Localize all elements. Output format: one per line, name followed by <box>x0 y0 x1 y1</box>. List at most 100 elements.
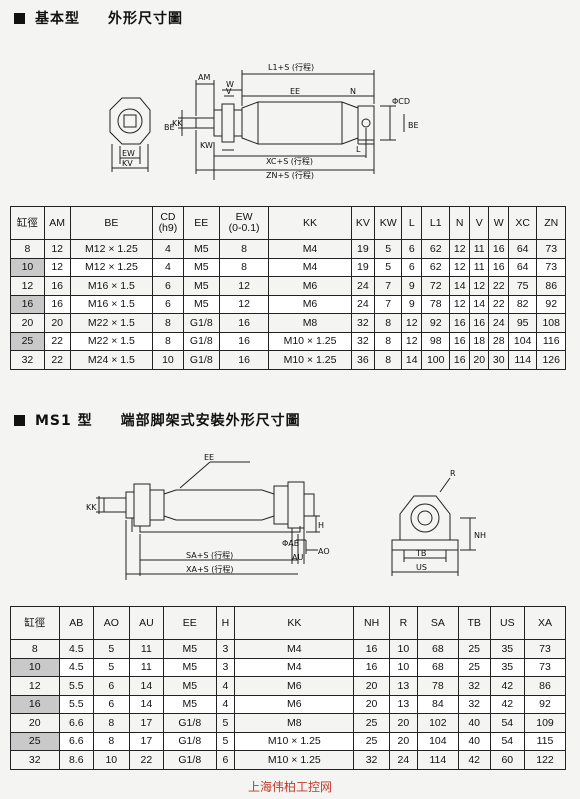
table2-cell: 92 <box>524 694 566 714</box>
table2-cell: 6 <box>215 750 236 770</box>
foot-bracket <box>139 526 301 533</box>
table1-cell: 19 <box>350 257 375 277</box>
table2-header-cell: 缸徑 <box>10 606 60 640</box>
table1-cell: M6 <box>268 276 352 296</box>
table2-cell: 25 <box>353 713 390 733</box>
table1-header-cell: KV <box>350 206 375 240</box>
table1-cell: 4 <box>152 257 184 277</box>
table1-cell: 62 <box>420 257 451 277</box>
ms1-dimension-drawing: EE KK ΦAB H AO AU SA+S (行程) XA+S (行程) R … <box>86 453 486 580</box>
table2-cell: 17 <box>128 713 165 733</box>
table2-cell: 32 <box>457 694 491 714</box>
section-title-b: 外形尺寸圖 <box>108 11 183 27</box>
end-view-slot <box>123 114 137 128</box>
label-be-left: BE <box>164 123 175 132</box>
table1-cell: 64 <box>507 257 538 277</box>
table1-cell: M5 <box>182 276 221 296</box>
table2-cell: 32 <box>353 750 390 770</box>
label-w: W <box>226 80 234 89</box>
footer-watermark: 上海伟柏工控网 <box>247 780 332 794</box>
table2-cell: M6 <box>234 694 355 714</box>
table1-cell: 75 <box>507 276 538 296</box>
table1-cell: M4 <box>268 239 352 259</box>
table1-cell: 16 <box>43 294 71 314</box>
table2-cell: 5.5 <box>58 694 94 714</box>
table1-header-cell: BE <box>69 206 154 240</box>
table1-cell: 12 <box>449 294 470 314</box>
table2-cell: 13 <box>388 694 418 714</box>
table1-cell: 12 <box>401 313 422 333</box>
table1-header-cell: EE <box>182 206 221 240</box>
table1-header-cell: XC <box>507 206 538 240</box>
table1-cell: 7 <box>373 294 403 314</box>
table2-cell: 20 <box>10 713 60 733</box>
table2-cell: 114 <box>416 750 459 770</box>
table1-cell: 6 <box>152 276 184 296</box>
table2-cell: 32 <box>457 676 491 696</box>
table1-cell: 100 <box>420 350 451 370</box>
table1-cell: 8 <box>152 331 184 351</box>
table2-cell: 22 <box>128 750 165 770</box>
table1-cell: 22 <box>488 294 509 314</box>
table2-header-cell: NH <box>353 606 390 640</box>
label-r: R <box>450 469 456 478</box>
table2-header-cell: AO <box>92 606 130 640</box>
table2-cell: 12 <box>10 676 60 696</box>
table1-cell: 30 <box>488 350 509 370</box>
table1-cell: 5 <box>373 257 403 277</box>
table1-cell: 18 <box>468 331 490 351</box>
table2-cell: 73 <box>524 657 566 677</box>
table2-cell: 5 <box>92 657 130 677</box>
table2-cell: 8 <box>92 713 130 733</box>
table2-cell: 20 <box>388 731 418 751</box>
table1-cell: 16 <box>468 313 490 333</box>
table1-cell: 22 <box>43 350 71 370</box>
table2-header-cell: EE <box>163 606 217 640</box>
table1-cell: M12 × 1.25 <box>69 239 154 259</box>
table2-cell: 54 <box>489 731 526 751</box>
label-us: US <box>416 563 427 572</box>
table2-cell: 5 <box>215 731 236 751</box>
table1-cell: 16 <box>219 350 270 370</box>
table1-cell: G1/8 <box>182 350 221 370</box>
table1-cell: 126 <box>536 350 566 370</box>
table2-cell: 42 <box>489 694 526 714</box>
table2-cell: 10 <box>10 657 60 677</box>
section-title-b: 端部脚架式安裝外形尺寸圖 <box>120 413 301 429</box>
table2-cell: 84 <box>416 694 459 714</box>
section-title-basic: 基本型 外形尺寸圖 <box>14 8 183 28</box>
table1-cell: 92 <box>536 294 566 314</box>
table2-cell: 25 <box>10 731 60 751</box>
table1-cell: 11 <box>468 257 490 277</box>
label-zn: ZN+S (行程) <box>266 170 314 180</box>
table1-cell: 16 <box>43 276 71 296</box>
table2-cell: 122 <box>524 750 566 770</box>
table2-cell: M4 <box>234 657 355 677</box>
table1-cell: M5 <box>182 294 221 314</box>
table2-cell: 78 <box>416 676 459 696</box>
label-kv: KV <box>122 159 133 168</box>
table1-cell: 16 <box>488 257 509 277</box>
table2-cell: 5 <box>215 713 236 733</box>
table2-cell: G1/8 <box>163 750 217 770</box>
label-be-right: BE <box>408 121 419 130</box>
table2-header-cell: AU <box>128 606 165 640</box>
label-nh: NH <box>474 531 486 540</box>
table1-cell: 19 <box>350 239 375 259</box>
table1-cell: M5 <box>182 257 221 277</box>
table1-cell: M5 <box>182 239 221 259</box>
table2-cell: 16 <box>10 694 60 714</box>
end-view-hex <box>109 97 151 145</box>
section-title-a: MS1 型 <box>35 413 93 429</box>
table1-cell: 16 <box>488 239 509 259</box>
table1-cell: 12 <box>449 239 470 259</box>
table1-cell: 8 <box>219 257 270 277</box>
table2-header-cell: R <box>388 606 418 640</box>
table2-cell: 25 <box>353 731 390 751</box>
